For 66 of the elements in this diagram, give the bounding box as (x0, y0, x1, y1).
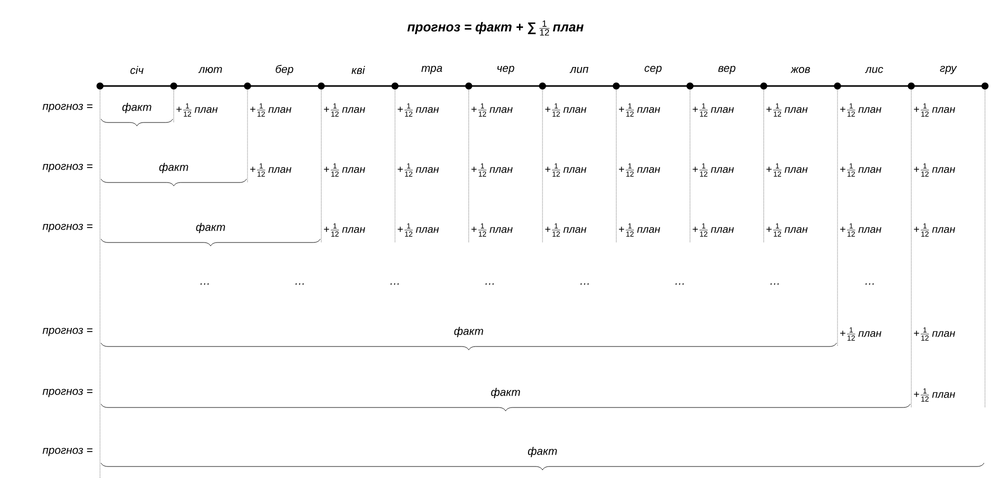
row-label: прогноз = (41, 388, 94, 398)
ellipsis: … (866, 283, 874, 285)
plan-term: $\text{+}\frac{\text{1}}{\text{12}}\,\text{\itshape план}$ (322, 222, 366, 238)
plan-term: $\text{+}\frac{\text{1}}{\text{12}}\,\text{\itshape план}$ (544, 102, 588, 118)
plan-term: $\text{+}\frac{\text{1}}{\text{12}}\,\text{\itshape план}$ (765, 162, 808, 178)
ellipsis: … (296, 283, 304, 285)
plan-term: $\text{+}\frac{\text{1}}{\text{12}}\,\text{\itshape план}$ (765, 222, 808, 238)
plan-term: $\text{+}\frac{\text{1}}{\text{12}}\,\text{\itshape план}$ (544, 162, 588, 178)
plan-term: $\text{+}\frac{\text{1}}{\text{12}}\,\text{\itshape план}$ (839, 326, 882, 342)
plan-term: $\text{+}\frac{\text{1}}{\text{12}}\,\text{\itshape план}$ (249, 162, 292, 178)
month-label: лис (864, 66, 884, 74)
plan-term: $\text{+}\frac{\text{1}}{\text{12}}\,\text{\itshape план}$ (692, 102, 735, 118)
plan-term: $\text{+}\frac{\text{1}}{\text{12}}\,\text{\itshape план}$ (618, 102, 661, 118)
fact-label: факт (452, 326, 485, 338)
ellipsis: … (770, 283, 779, 285)
row-label: прогноз = (41, 326, 94, 338)
month-label: чер (496, 64, 516, 76)
plan-term: $\text{+}\frac{\text{1}}{\text{12}}\,\text{\itshape план}$ (396, 102, 440, 118)
plan-term: $\text{+}\frac{\text{1}}{\text{12}}\,\text{\itshape план}$ (839, 222, 882, 238)
title: $\text{\bfseries\itshape прогноз = факт + ∑}\,\frac{\text{1}}{\text{12}}\,\text{\bfseries\itshape план}$ (407, 20, 584, 36)
row-label: прогноз = (41, 222, 94, 234)
plan-term: $\text{+}\frac{\text{1}}{\text{12}}\,\text{\itshape план}$ (692, 162, 735, 178)
month-label: січ (129, 64, 145, 76)
plan-term: $\text{+}\frac{\text{1}}{\text{12}}\,\text{\itshape план}$ (470, 222, 514, 238)
plan-term: $\text{+}\frac{\text{1}}{\text{12}}\,\text{\itshape план}$ (396, 222, 440, 238)
plan-term: $\text{+}\frac{\text{1}}{\text{12}}\,\text{\itshape план}$ (692, 222, 735, 238)
plan-term: $\text{+}\frac{\text{1}}{\text{12}}\,\text{\itshape план}$ (912, 388, 956, 402)
plan-term: $\text{+}\frac{\text{1}}{\text{12}}\,\text{\itshape план}$ (322, 162, 366, 178)
plan-term: $\text{+}\frac{\text{1}}{\text{12}}\,\text{\itshape план}$ (470, 162, 514, 178)
plan-term: $\text{+}\frac{\text{1}}{\text{12}}\,\text{\itshape план}$ (912, 102, 956, 118)
month-label: жов (790, 66, 812, 74)
month-label: кві (350, 64, 366, 76)
fact-label: факт (526, 446, 558, 458)
plan-term: $\text{+}\frac{\text{1}}{\text{12}}\,\text{\itshape план}$ (912, 326, 956, 342)
plan-term: $\text{+}\frac{\text{1}}{\text{12}}\,\text{\itshape план}$ (839, 102, 882, 118)
month-label: лют (198, 66, 224, 74)
plan-term: $\text{+}\frac{\text{1}}{\text{12}}\,\text{\itshape план}$ (765, 102, 808, 118)
plan-term: $\text{+}\frac{\text{1}}{\text{12}}\,\text{\itshape план}$ (249, 102, 292, 118)
row-label: прогноз = (41, 446, 94, 458)
fact-label: факт (490, 386, 522, 400)
plan-term: $\text{+}\frac{\text{1}}{\text{12}}\,\text{\itshape план}$ (544, 222, 588, 238)
month-label: вер (717, 64, 737, 76)
plan-term: $\text{+}\frac{\text{1}}{\text{12}}\,\text{\itshape план}$ (618, 222, 661, 238)
ellipsis: … (676, 283, 684, 285)
row-label: прогноз = (41, 162, 94, 174)
month-label: бер (274, 64, 295, 76)
month-label: тра (420, 64, 444, 76)
fact-label: факт (158, 162, 190, 174)
plan-term: $\text{+}\frac{\text{1}}{\text{12}}\,\text{\itshape план}$ (396, 162, 440, 178)
plan-term: $\text{+}\frac{\text{1}}{\text{12}}\,\text{\itshape план}$ (618, 162, 661, 178)
ellipsis: … (200, 283, 209, 285)
fact-label: факт (121, 102, 153, 114)
month-label: гру (938, 64, 958, 76)
row-label: прогноз = (41, 102, 94, 114)
plan-term: $\text{+}\frac{\text{1}}{\text{12}}\,\text{\itshape план}$ (470, 102, 514, 118)
ellipsis: … (486, 283, 494, 285)
fact-label: факт (194, 222, 227, 234)
plan-term: $\text{+}\frac{\text{1}}{\text{12}}\,\text{\itshape план}$ (175, 102, 218, 118)
plan-term: $\text{+}\frac{\text{1}}{\text{12}}\,\text{\itshape план}$ (322, 102, 366, 118)
ellipsis: … (390, 283, 399, 285)
ellipsis: … (580, 283, 589, 285)
month-label: сер (643, 64, 663, 76)
plan-term: $\text{+}\frac{\text{1}}{\text{12}}\,\text{\itshape план}$ (912, 162, 956, 178)
month-label: лип (569, 66, 590, 74)
plan-term: $\text{+}\frac{\text{1}}{\text{12}}\,\text{\itshape план}$ (912, 222, 956, 238)
plan-term: $\text{+}\frac{\text{1}}{\text{12}}\,\text{\itshape план}$ (839, 162, 882, 178)
